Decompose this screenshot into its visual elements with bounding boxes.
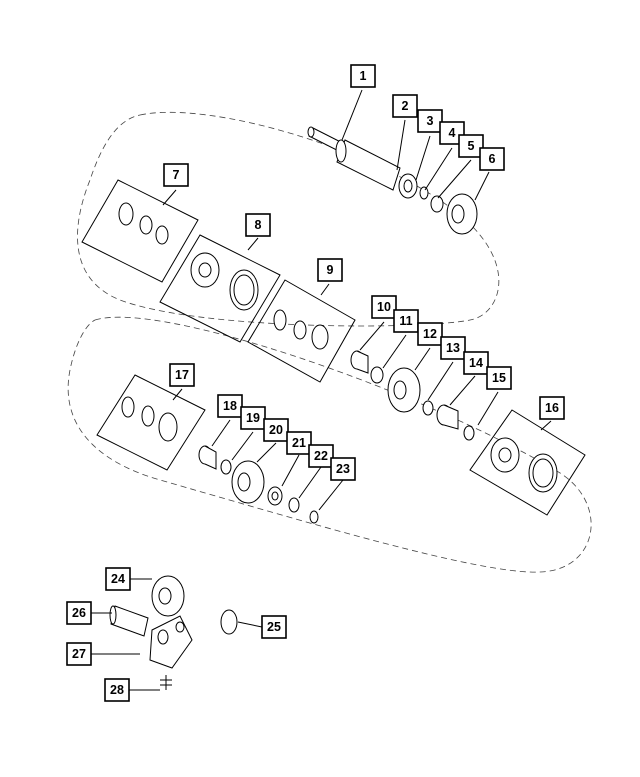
callout-25-label: 25: [267, 620, 281, 634]
callout-13-label: 13: [446, 341, 460, 355]
callout-1-label: 1: [360, 69, 367, 83]
callout-5-label: 5: [468, 139, 475, 153]
callout-20[interactable]: 20: [263, 418, 289, 442]
callout-7[interactable]: 7: [163, 163, 189, 187]
callout-17[interactable]: 17: [169, 363, 195, 387]
kit-box-8: [159, 234, 281, 343]
callout-9[interactable]: 9: [317, 258, 343, 282]
callout-28[interactable]: 28: [104, 678, 130, 702]
kit-box-16: [469, 409, 586, 516]
callout-26-label: 26: [72, 606, 86, 620]
callout-19[interactable]: 19: [240, 406, 266, 430]
callout-3[interactable]: 3: [417, 109, 443, 133]
callout-24-label: 24: [111, 572, 125, 586]
kit-box-7: [81, 179, 199, 283]
callout-26[interactable]: 26: [66, 601, 92, 625]
callout-17-label: 17: [175, 368, 189, 382]
kit-box-17: [96, 374, 206, 471]
upper-assembly-outline: [77, 111, 500, 327]
kit-box-9: [247, 279, 356, 383]
leader-lines: [91, 89, 552, 691]
callout-22-label: 22: [314, 449, 328, 463]
callout-2-label: 2: [402, 99, 409, 113]
callout-28-label: 28: [110, 683, 124, 697]
callout-23[interactable]: 23: [330, 457, 356, 481]
callout-24[interactable]: 24: [105, 567, 131, 591]
callout-19-label: 19: [246, 411, 260, 425]
callout-3-label: 3: [427, 114, 434, 128]
middle-gears: [350, 350, 475, 441]
callout-14[interactable]: 14: [463, 351, 489, 375]
callout-25[interactable]: 25: [261, 615, 287, 639]
callout-16[interactable]: 16: [539, 396, 565, 420]
callout-15-label: 15: [492, 371, 506, 385]
callout-1[interactable]: 1: [350, 64, 376, 88]
callout-9-label: 9: [327, 263, 334, 277]
callout-22[interactable]: 22: [308, 444, 334, 468]
upper-gears: [398, 173, 478, 235]
callout-11-label: 11: [399, 314, 412, 328]
callout-10[interactable]: 10: [371, 295, 397, 319]
callout-20-label: 20: [269, 423, 283, 437]
callout-6-label: 6: [489, 152, 496, 166]
callout-18-label: 18: [223, 399, 237, 413]
callout-4-label: 4: [449, 126, 456, 140]
input-shaft: [307, 126, 401, 191]
callout-2[interactable]: 2: [392, 94, 418, 118]
callout-12-label: 12: [423, 327, 437, 341]
callout-11[interactable]: 11: [393, 309, 419, 333]
callout-5[interactable]: 5: [458, 134, 484, 158]
callout-7-label: 7: [173, 168, 180, 182]
callout-8-label: 8: [255, 218, 262, 232]
callout-21[interactable]: 21: [286, 431, 312, 455]
callout-10-label: 10: [377, 300, 391, 314]
callout-12[interactable]: 12: [417, 322, 443, 346]
callout-6[interactable]: 6: [479, 147, 505, 171]
callout-15[interactable]: 15: [486, 366, 512, 390]
callout-14-label: 14: [469, 356, 483, 370]
lower-gears: [198, 445, 319, 524]
callout-13[interactable]: 13: [440, 336, 466, 360]
callout-4[interactable]: 4: [439, 121, 465, 145]
callout-21-label: 21: [292, 436, 306, 450]
callout-8[interactable]: 8: [245, 213, 271, 237]
callout-27[interactable]: 27: [66, 642, 92, 666]
bottom-assembly: [109, 575, 238, 690]
callout-23-label: 23: [336, 462, 350, 476]
callout-16-label: 16: [545, 401, 559, 415]
callout-27-label: 27: [72, 647, 86, 661]
callout-18[interactable]: 18: [217, 394, 243, 418]
lower-assembly-outline: [67, 316, 592, 573]
